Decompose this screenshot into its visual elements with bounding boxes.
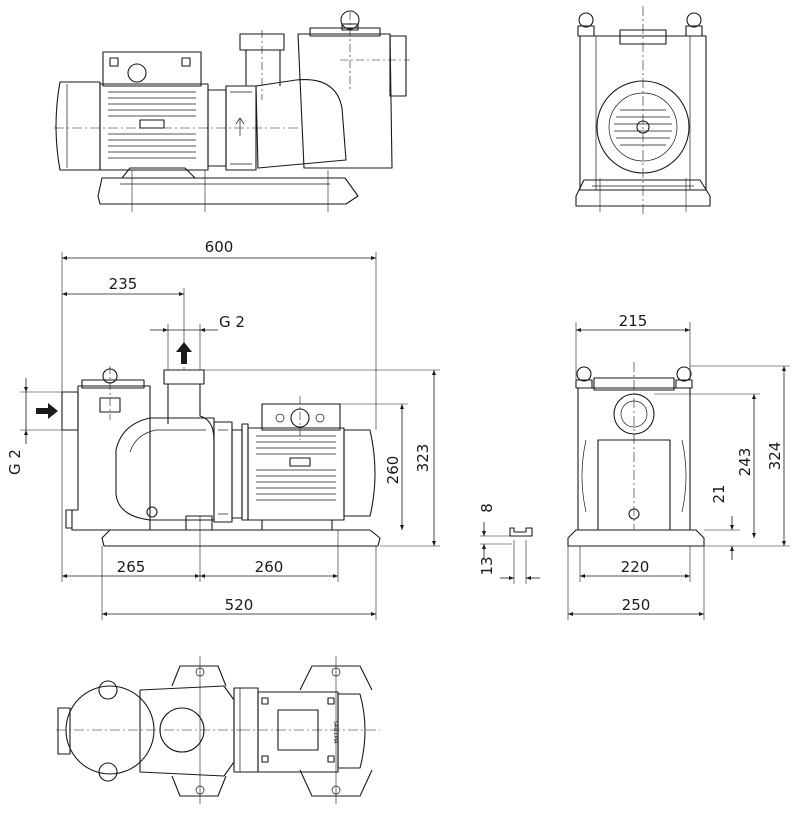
dimensions-side: 600 235 G 2 G 2 323 260 265 260 (6, 238, 440, 620)
side-view-top (54, 10, 410, 212)
end-view-top (575, 6, 711, 216)
dim-end-hole-spacing: 220 (621, 558, 650, 576)
dim-foot-thickness: 8 (478, 503, 496, 513)
dim-end-base-width: 250 (622, 596, 651, 614)
dim-outlet-offset: 235 (109, 275, 138, 293)
dim-base-length: 520 (225, 596, 254, 614)
fan-grille (614, 109, 672, 146)
dim-overall-height: 324 (766, 442, 784, 471)
dim-hole-spacing: 260 (255, 558, 284, 576)
dim-hole-diameter: 13 (478, 556, 496, 575)
dim-end-width: 215 (619, 312, 648, 330)
dimensions-end: 215 243 324 21 220 250 (567, 312, 790, 620)
dim-outlet-height: 323 (414, 444, 432, 473)
dim-outlet-thread: G 2 (219, 313, 245, 331)
dim-overall-length: 600 (205, 238, 234, 256)
inlet-arrow-icon (36, 403, 58, 419)
motor-fins-top (108, 91, 196, 159)
end-view-middle (567, 362, 705, 547)
dim-inlet-axis-height: 243 (736, 448, 754, 477)
dim-inlet-to-holes: 265 (117, 558, 146, 576)
outlet-arrow-icon (176, 342, 192, 364)
side-view-middle (36, 340, 381, 547)
motor-plate-text: SALTEMA (332, 721, 338, 744)
foot-detail: 8 13 (478, 503, 540, 584)
dim-inlet-thread: G 2 (6, 449, 24, 475)
dim-motor-axis-height: 260 (384, 456, 402, 485)
dim-base-foot-height: 21 (710, 484, 728, 503)
plan-view: SALTEMA (56, 656, 380, 804)
motor-fins-middle (256, 435, 336, 501)
